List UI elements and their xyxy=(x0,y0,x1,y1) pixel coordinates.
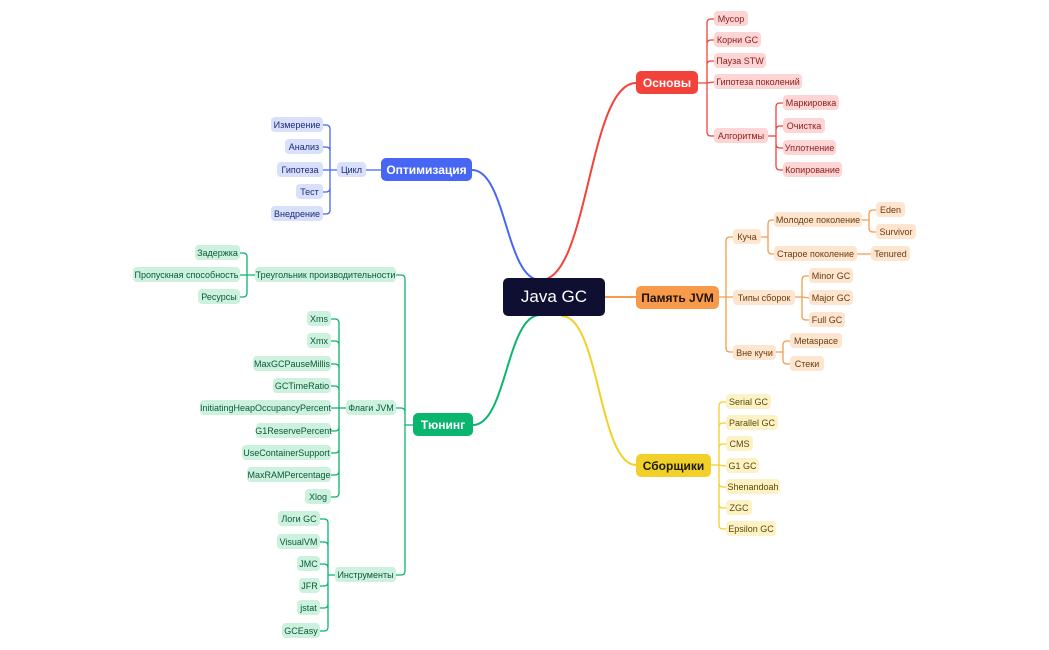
flag-use-container-support[interactable]: UseContainerSupport xyxy=(242,445,331,460)
memory-gc-types[interactable]: Типы сборок xyxy=(733,290,795,305)
bracket-algorithms xyxy=(767,102,784,171)
algorithm-sweeping[interactable]: Очистка xyxy=(783,118,825,133)
flag-xlog[interactable]: Xlog xyxy=(305,489,331,504)
cycle-hypothesis[interactable]: Гипотеза xyxy=(277,162,323,177)
flag-gc-time-ratio[interactable]: GCTimeRatio xyxy=(273,378,331,393)
tuning-tools[interactable]: Инструменты xyxy=(335,567,396,582)
bracket-memory xyxy=(718,236,734,353)
algorithm-copying[interactable]: Копирование xyxy=(783,162,842,177)
tuning-performance-triangle[interactable]: Треугольник производительности xyxy=(255,267,396,282)
bracket-cycle xyxy=(322,124,338,215)
bracket-gc-types xyxy=(794,275,810,321)
cycle-test[interactable]: Тест xyxy=(296,184,323,199)
memory-old-generation[interactable]: Старое поколение xyxy=(774,246,857,261)
gc-type-major[interactable]: Major GC xyxy=(809,290,853,305)
triangle-latency[interactable]: Задержка xyxy=(195,245,240,260)
tool-gceasy[interactable]: GCEasy xyxy=(282,623,320,638)
bracket-flags xyxy=(330,318,347,498)
optimization-cycle[interactable]: Цикл xyxy=(337,162,366,177)
flag-max-ram-percentage[interactable]: MaxRAMPercentage xyxy=(247,467,331,482)
tool-gc-logs[interactable]: Логи GC xyxy=(278,511,320,526)
link-root-collectors xyxy=(561,315,637,466)
tool-visualvm[interactable]: VisualVM xyxy=(277,534,320,549)
flag-g1-reserve-percent[interactable]: G1ReservePercent xyxy=(255,423,332,438)
bracket-young xyxy=(861,209,877,233)
collector-parallel[interactable]: Parallel GC xyxy=(726,415,778,430)
branch-collectors[interactable]: Сборщики xyxy=(636,454,711,477)
flag-max-gc-pause-millis[interactable]: MaxGCPauseMillis xyxy=(253,356,331,371)
old-tenured[interactable]: Tenured xyxy=(871,246,910,261)
basics-item-generational-hypothesis[interactable]: Гипотеза поколений xyxy=(714,74,802,89)
root-node-java-gc[interactable]: Java GC xyxy=(503,278,605,316)
cycle-measure[interactable]: Измерение xyxy=(271,117,323,132)
memory-off-heap[interactable]: Вне кучи xyxy=(733,345,776,360)
branch-optimization[interactable]: Оптимизация xyxy=(381,158,472,181)
basics-item-stw-pause[interactable]: Пауза STW xyxy=(714,53,766,68)
offheap-metaspace[interactable]: Metaspace xyxy=(790,333,842,348)
flag-xmx[interactable]: Xmx xyxy=(307,333,331,348)
bracket-tools xyxy=(319,518,336,632)
cycle-analysis[interactable]: Анализ xyxy=(285,139,323,154)
memory-heap[interactable]: Куча xyxy=(733,229,761,244)
flag-xms[interactable]: Xms xyxy=(307,311,331,326)
flag-initiating-heap-occupancy-percent[interactable]: InitiatingHeapOccupancyPercent xyxy=(200,400,331,415)
bracket-offheap xyxy=(775,340,791,365)
branch-tuning[interactable]: Тюнинг xyxy=(413,413,473,436)
young-eden[interactable]: Eden xyxy=(876,202,905,217)
young-survivor[interactable]: Survivor xyxy=(876,224,916,239)
collector-epsilon[interactable]: Epsilon GC xyxy=(726,521,776,536)
link-root-basics xyxy=(540,82,637,281)
collector-g1[interactable]: G1 GC xyxy=(726,458,759,473)
gc-type-full[interactable]: Full GC xyxy=(809,312,845,327)
bracket-heap xyxy=(760,219,775,255)
bracket-triangle xyxy=(239,252,256,298)
algorithm-marking[interactable]: Маркировка xyxy=(783,95,839,110)
bracket-collectors xyxy=(710,401,727,530)
basics-item-gc-roots[interactable]: Корни GC xyxy=(714,32,761,47)
tool-jstat[interactable]: jstat xyxy=(297,600,320,615)
link-root-optimization xyxy=(471,169,541,281)
tool-jmc[interactable]: JMC xyxy=(297,556,320,571)
memory-young-generation[interactable]: Молодое поколение xyxy=(774,212,862,227)
link-root-tuning xyxy=(472,314,541,426)
basics-item-algorithms[interactable]: Алгоритмы xyxy=(714,128,768,143)
gc-type-minor[interactable]: Minor GC xyxy=(809,268,853,283)
offheap-stacks[interactable]: Стеки xyxy=(790,356,824,371)
cycle-deploy[interactable]: Внедрение xyxy=(271,206,323,221)
triangle-resources[interactable]: Ресурсы xyxy=(198,289,240,304)
algorithm-compaction[interactable]: Уплотнение xyxy=(783,140,836,155)
tuning-jvm-flags[interactable]: Флаги JVM xyxy=(346,400,396,415)
tool-jfr[interactable]: JFR xyxy=(299,578,320,593)
triangle-throughput[interactable]: Пропускная способность xyxy=(133,267,240,282)
bracket-tuning xyxy=(395,274,414,576)
collector-serial[interactable]: Serial GC xyxy=(726,394,771,409)
collector-cms[interactable]: CMS xyxy=(726,436,753,451)
basics-item-garbage[interactable]: Мусор xyxy=(714,11,748,26)
branch-jvm-memory[interactable]: Память JVM xyxy=(636,286,719,309)
branch-basics[interactable]: Основы xyxy=(636,71,698,94)
bracket-basics xyxy=(697,18,715,137)
collector-zgc[interactable]: ZGC xyxy=(726,500,752,515)
collector-shenandoah[interactable]: Shenandoah xyxy=(726,479,780,494)
